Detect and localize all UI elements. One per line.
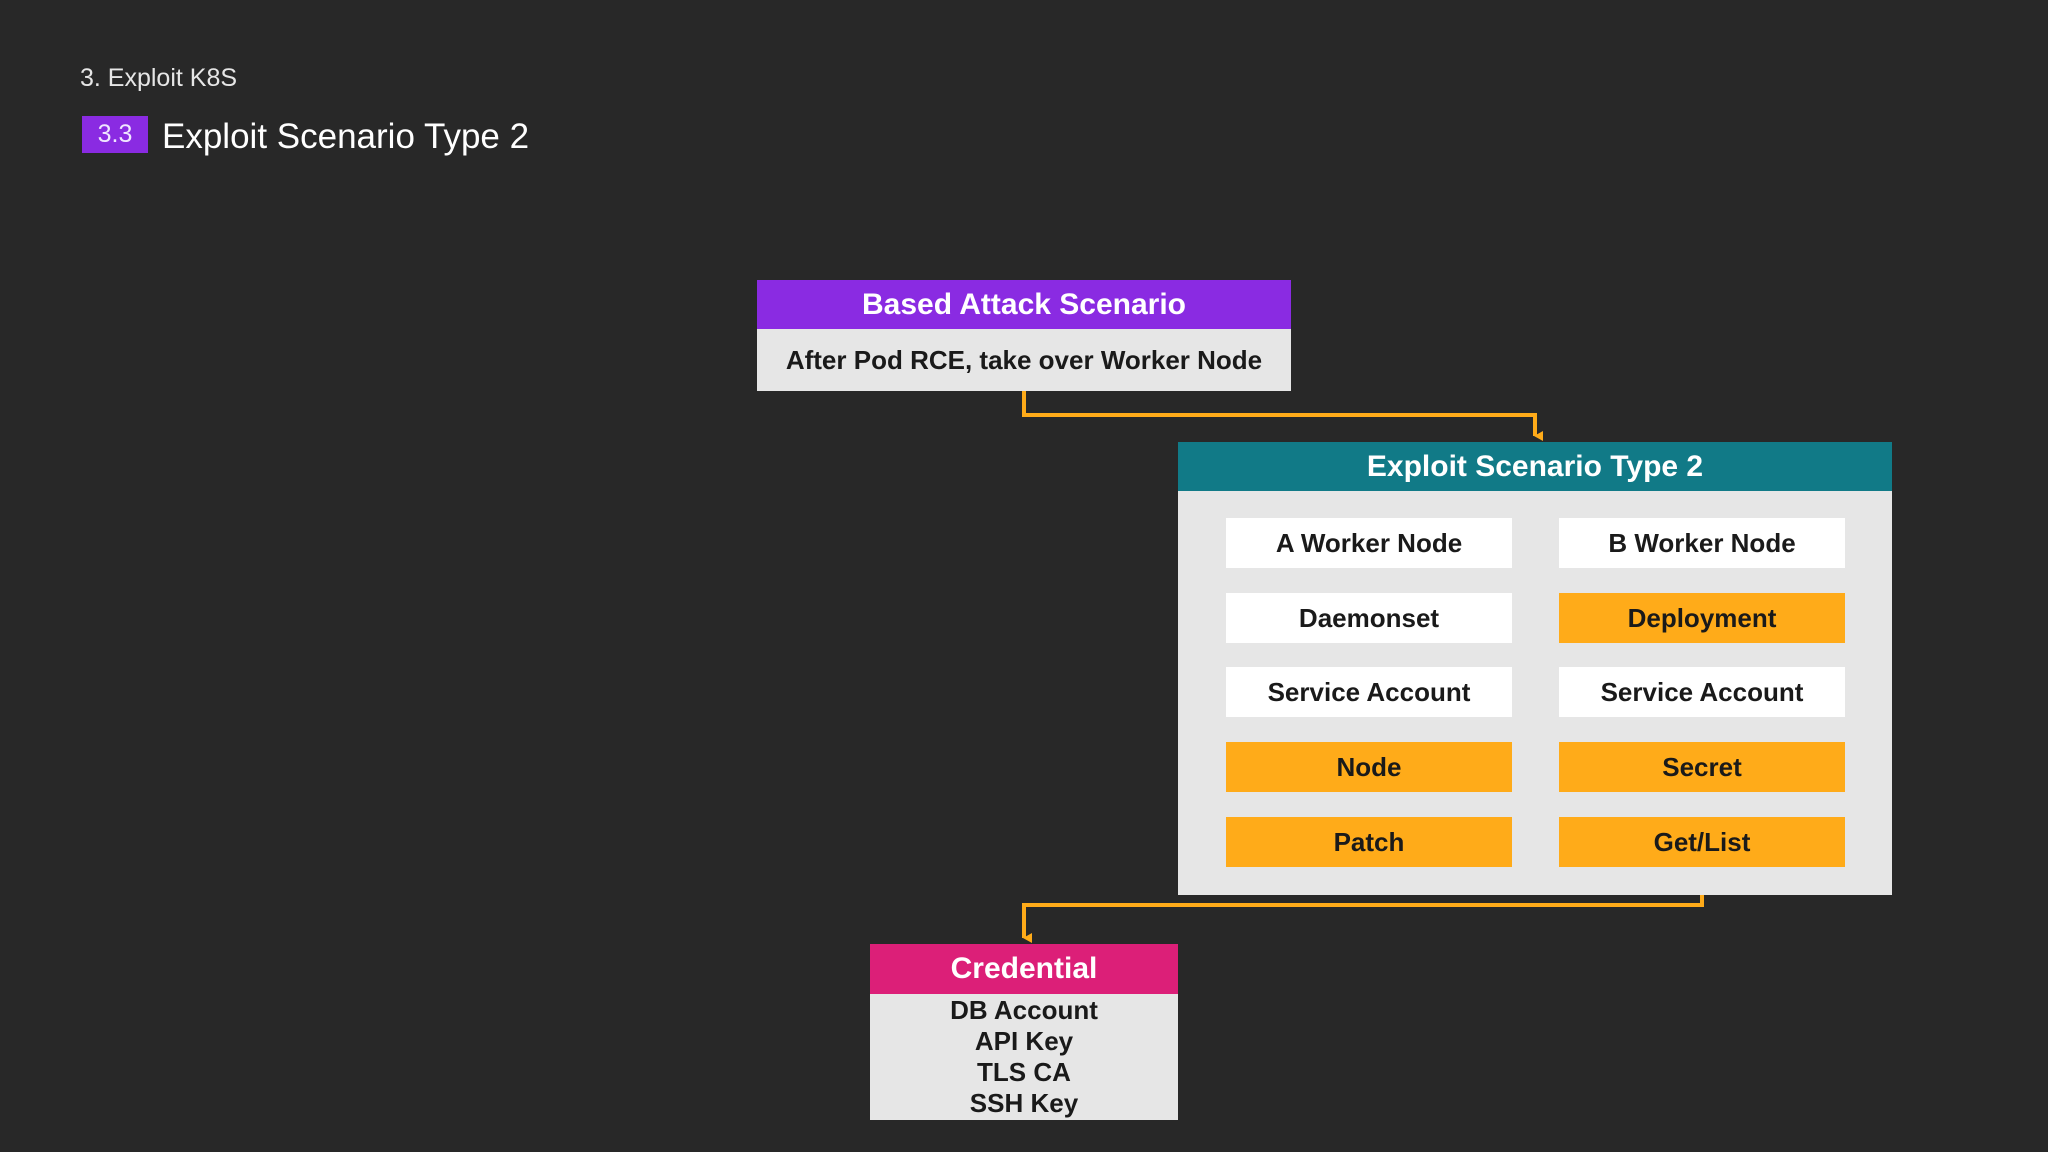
secret-cell: Secret [1559, 742, 1845, 792]
a-service-account-cell: Service Account [1226, 667, 1512, 717]
credential-item: SSH Key [969, 1088, 1079, 1118]
b-node-cell: B Worker Node [1559, 518, 1845, 568]
credential-body: DB Account API Key TLS CA SSH Key [870, 994, 1178, 1120]
node-cell: Node [1226, 742, 1512, 792]
credential-item: TLS CA [977, 1057, 1071, 1087]
b-service-account-cell: Service Account [1559, 667, 1845, 717]
get-list-cell: Get/List [1559, 817, 1845, 867]
page-title: Exploit Scenario Type 2 [162, 117, 530, 156]
deployment-cell: Deployment [1559, 593, 1845, 643]
a-node-cell: A Worker Node [1226, 518, 1512, 568]
exploit-scenario-header: Exploit Scenario Type 2 [1178, 442, 1892, 491]
exploit-scenario-panel: A Worker Node Daemonset Service Account … [1178, 491, 1892, 895]
credential-item: API Key [974, 1026, 1074, 1056]
based-scenario-body: After Pod RCE, take over Worker Node [757, 329, 1291, 391]
patch-cell: Patch [1226, 817, 1512, 867]
section-label: 3. Exploit K8S [80, 64, 238, 92]
based-scenario-header: Based Attack Scenario [757, 280, 1291, 329]
credential-header: Credential [870, 944, 1178, 994]
section-number-badge: 3.3 [82, 116, 148, 153]
credential-item: DB Account [950, 995, 1098, 1025]
arrow-based-to-exploit [1022, 391, 1543, 441]
daemonset-cell: Daemonset [1226, 593, 1512, 643]
